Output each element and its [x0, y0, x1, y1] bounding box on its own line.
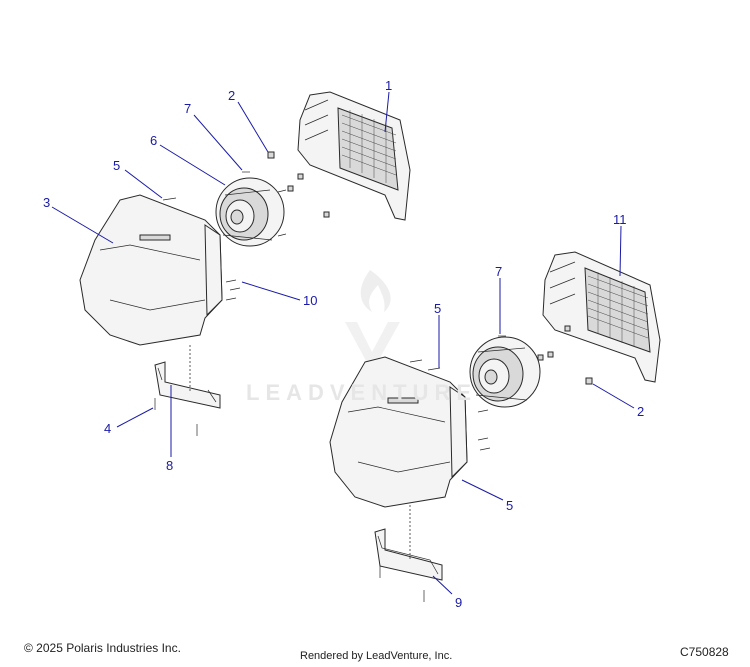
callout-label: 2	[637, 404, 644, 419]
callout-label: 6	[150, 133, 157, 148]
callout-label: 9	[455, 595, 462, 610]
callout-label: 10	[303, 293, 317, 308]
callout-label: 5	[113, 158, 120, 173]
callout-label: 5	[434, 301, 441, 316]
clip-2-right	[537, 325, 593, 385]
callout-label: 2	[228, 88, 235, 103]
callout-label: 1	[385, 78, 392, 93]
grille-cover-11	[542, 251, 661, 383]
rendered-by-text: Rendered by LeadVenture, Inc.	[300, 650, 453, 662]
speaker-right	[469, 336, 541, 408]
callout-label: 11	[613, 212, 627, 227]
clip-2-left	[267, 151, 330, 218]
copyright-text: © 2025 Polaris Industries Inc.	[24, 641, 181, 655]
bracket-9	[374, 505, 443, 602]
callout-label: 3	[43, 195, 50, 210]
grille-cover-1	[297, 91, 411, 221]
screws-right	[409, 335, 506, 451]
callout-label: 7	[184, 101, 191, 116]
diagram-code: C750828	[680, 645, 729, 659]
callout-label: 5	[506, 498, 513, 513]
bracket-8	[154, 345, 221, 436]
callout-label: 4	[104, 421, 111, 436]
callout-label: 7	[495, 264, 502, 279]
speaker-6	[215, 177, 285, 247]
watermark-text: LEADVENTURE	[246, 380, 478, 405]
speaker-enclosure-right	[329, 356, 468, 508]
callout-label: 8	[166, 458, 173, 473]
screws-left	[162, 171, 287, 301]
speaker-enclosure-3	[79, 194, 223, 346]
callouts: 1 2 3 4 5 6 7 8 10 11 7 5 2	[43, 78, 644, 610]
watermark-logo-icon	[345, 270, 400, 372]
